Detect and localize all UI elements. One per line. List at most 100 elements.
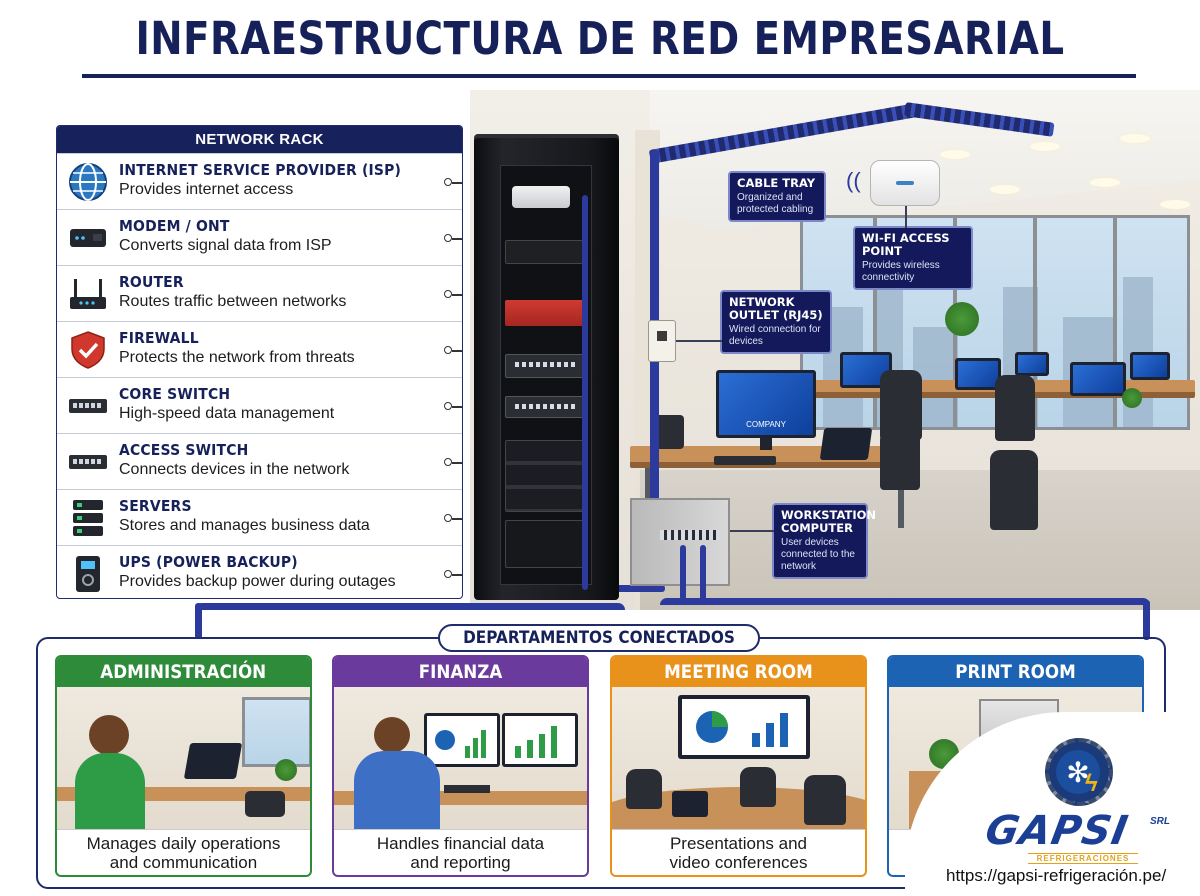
connector-line bbox=[452, 574, 462, 576]
switch-ports bbox=[515, 404, 575, 409]
rj45-port bbox=[657, 331, 667, 341]
switch-icon bbox=[69, 398, 107, 413]
connector-line bbox=[452, 182, 462, 184]
website-url[interactable]: https://gapsi-refrigeración.pe/ bbox=[946, 866, 1167, 885]
network-outlet bbox=[648, 320, 676, 362]
dept-header: MEETING ROOM bbox=[612, 657, 865, 687]
list-item-firewall: FIREWALL Protects the network from threa… bbox=[57, 321, 462, 377]
wifi-signal-icon: (( bbox=[846, 168, 861, 193]
dept-caption: Manages daily operations and communicati… bbox=[57, 829, 310, 875]
item-name: CORE SWITCH bbox=[119, 385, 231, 403]
callout-leader bbox=[676, 340, 722, 342]
list-item-servers: SERVERS Stores and manages business data bbox=[57, 489, 462, 545]
item-desc: High-speed data management bbox=[119, 405, 335, 422]
monitor bbox=[424, 713, 500, 767]
office-chair bbox=[990, 450, 1038, 530]
ceiling-light bbox=[940, 150, 970, 159]
list-item-ups: UPS (POWER BACKUP) Provides backup power… bbox=[57, 545, 462, 598]
connector-line bbox=[452, 462, 462, 464]
dept-caption-line: Manages daily operations bbox=[86, 834, 281, 853]
rack-cabling bbox=[582, 195, 588, 590]
connector-dot bbox=[444, 234, 452, 242]
network-rack-panel: NETWORK RACK INTERNET SERVICE PROVIDER (… bbox=[56, 125, 463, 599]
snowflake-icon: ✻ bbox=[1056, 750, 1100, 794]
dept-header: PRINT ROOM bbox=[889, 657, 1142, 687]
globe-icon bbox=[69, 162, 107, 201]
item-name: ACCESS SWITCH bbox=[119, 441, 249, 459]
dept-name: ADMINISTRACIÓN bbox=[100, 661, 267, 683]
modem-unit bbox=[505, 240, 587, 264]
connector-dot bbox=[444, 290, 452, 298]
office-chair bbox=[880, 370, 922, 440]
list-item-router: ROUTER Routes traffic between networks bbox=[57, 265, 462, 321]
item-desc: Protects the network from threats bbox=[119, 349, 355, 366]
server-icon bbox=[73, 499, 103, 536]
dept-caption-line: Presentations and bbox=[669, 834, 808, 853]
callout-desc: Organized and protected cabling bbox=[737, 192, 814, 215]
item-name: SERVERS bbox=[119, 497, 192, 515]
keyboard bbox=[444, 785, 490, 793]
laptop bbox=[183, 743, 243, 779]
window-mullion bbox=[1113, 218, 1117, 427]
laptop bbox=[672, 791, 708, 817]
connector-dot bbox=[444, 346, 452, 354]
callout-desc: User devices connected to the network bbox=[781, 537, 855, 572]
callout-leader bbox=[905, 206, 907, 228]
dept-caption: Presentations and video conferences bbox=[612, 829, 865, 875]
window-mullion bbox=[1033, 218, 1037, 427]
item-desc: Provides backup power during outages bbox=[119, 573, 396, 590]
plant bbox=[945, 302, 979, 336]
person-body bbox=[354, 751, 440, 829]
connector-dot bbox=[444, 458, 452, 466]
keyboard bbox=[714, 456, 776, 465]
connector-dot bbox=[444, 402, 452, 410]
connector-line bbox=[452, 406, 462, 408]
cable-run bbox=[660, 598, 1150, 605]
item-desc: Connects devices in the network bbox=[119, 461, 350, 478]
person-head bbox=[374, 717, 410, 753]
monitor bbox=[1130, 352, 1170, 380]
workstation-monitor: COMPANY bbox=[716, 370, 816, 438]
office-chair bbox=[880, 430, 920, 490]
list-item-isp: INTERNET SERVICE PROVIDER (ISP) Provides… bbox=[57, 153, 462, 209]
item-desc: Provides internet access bbox=[119, 181, 294, 198]
callout-title: WORKSTATION COMPUTER bbox=[781, 508, 876, 535]
callout-wifi: WI-FI ACCESS POINT Provides wireless con… bbox=[853, 226, 973, 290]
ups-icon bbox=[76, 555, 100, 592]
dept-header: ADMINISTRACIÓN bbox=[57, 657, 310, 687]
office-illustration: COMPANY bbox=[470, 90, 1200, 610]
modem-icon bbox=[70, 228, 106, 247]
list-item-core-switch: CORE SWITCH High-speed data management bbox=[57, 377, 462, 433]
page-title: INFRAESTRUCTURA DE RED EMPRESARIAL bbox=[135, 12, 1065, 65]
office-chair bbox=[626, 769, 662, 809]
router-icon bbox=[70, 278, 106, 309]
departments-title-text: DEPARTAMENTOS CONECTADOS bbox=[463, 628, 735, 648]
chart-screen bbox=[427, 716, 497, 764]
item-name: UPS (POWER BACKUP) bbox=[119, 553, 298, 571]
switch-icon bbox=[69, 454, 107, 469]
connector-line bbox=[452, 294, 462, 296]
cable-run bbox=[650, 150, 659, 590]
list-item-access-switch: ACCESS SWITCH Connects devices in the ne… bbox=[57, 433, 462, 489]
presentation-screen bbox=[678, 695, 810, 759]
dept-scene bbox=[612, 687, 865, 829]
server-unit bbox=[505, 440, 587, 512]
connector-line bbox=[452, 518, 462, 520]
person-body bbox=[75, 753, 145, 829]
patch-panel bbox=[660, 530, 720, 540]
isp-device bbox=[512, 186, 570, 208]
item-name: MODEM / ONT bbox=[119, 217, 230, 235]
desk-leg bbox=[898, 468, 904, 528]
wifi-access-point bbox=[870, 160, 940, 206]
list-item-modem: MODEM / ONT Converts signal data from IS… bbox=[57, 209, 462, 265]
dept-caption: Handles financial data and reporting bbox=[334, 829, 587, 875]
callout-leader bbox=[730, 530, 774, 532]
dept-caption-line: Handles financial data bbox=[376, 834, 545, 853]
dept-name: FINANZA bbox=[418, 661, 503, 683]
dept-caption-line: video conferences bbox=[669, 853, 808, 872]
chart-screen bbox=[505, 716, 575, 764]
firewall-unit bbox=[505, 300, 587, 326]
departments-title: DEPARTAMENTOS CONECTADOS bbox=[438, 624, 760, 652]
monitor bbox=[955, 358, 1001, 390]
dept-card-administracion: ADMINISTRACIÓN Manages daily operations … bbox=[55, 655, 312, 877]
